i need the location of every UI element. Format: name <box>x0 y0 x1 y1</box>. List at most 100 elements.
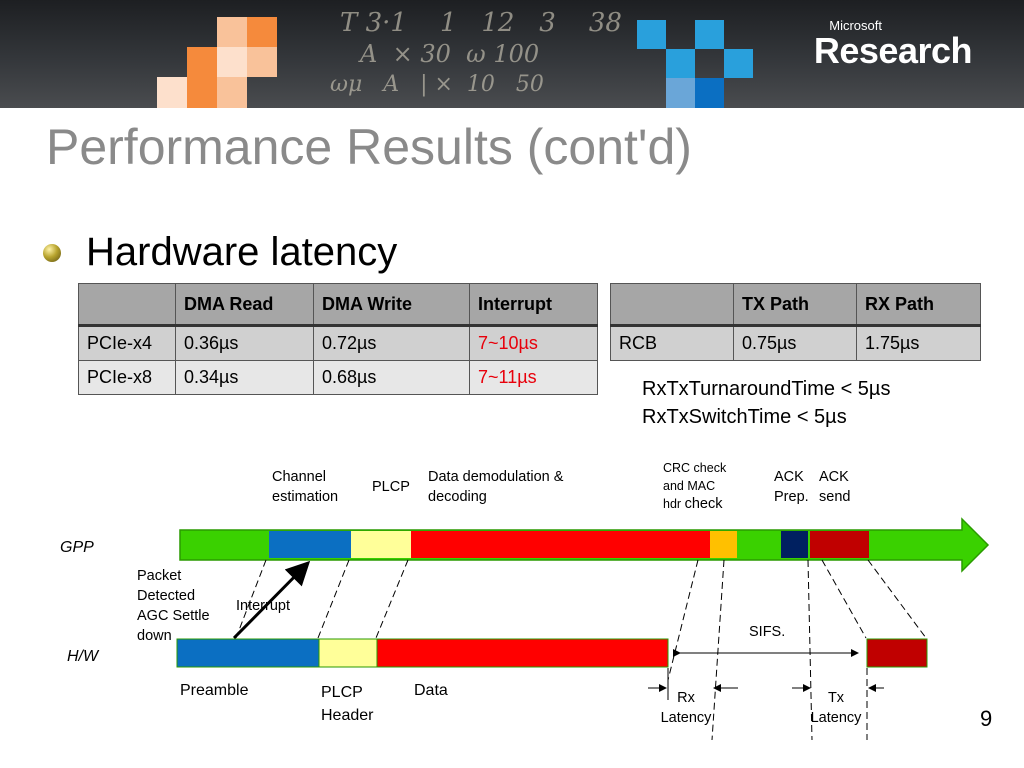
label-line: hdr check <box>663 495 726 513</box>
label-line: ACK <box>774 469 804 485</box>
turnaround-note: RxTxTurnaroundTime < 5µs <box>642 378 891 400</box>
bullet-icon <box>43 244 61 262</box>
path-latency-table: TX Path RX Path RCB 0.75µs 1.75µs <box>610 283 981 361</box>
channel-estimation-label: Channel estimation <box>272 467 338 507</box>
table-header-cell <box>610 283 734 327</box>
orange-square <box>217 77 247 108</box>
table-row: PCIe-x8 0.34µs 0.68µs 7~11µs <box>78 360 598 395</box>
crc-check-label: CRC check and MAC hdr check <box>663 459 726 513</box>
preamble-label: Preamble <box>180 682 249 699</box>
ack-prep-label: ACK Prep. <box>774 467 809 507</box>
packet-detected-label: Packet Detected AGC Settle down <box>137 566 210 646</box>
table-cell: 1.75µs <box>856 325 981 361</box>
rx-latency-label: Rx Latency <box>657 688 715 728</box>
table-header-cell: RX Path <box>856 283 981 327</box>
label-word: check <box>684 496 723 512</box>
gpp-ack-send-block <box>810 531 869 558</box>
gpp-ack-prep-block <box>781 531 808 558</box>
page-title: Performance Results (cont'd) <box>46 119 692 175</box>
sifs-label: SIFS. <box>749 624 786 640</box>
label-line: Rx <box>677 690 695 706</box>
label-line: Latency <box>660 710 712 726</box>
label-line: down <box>137 628 172 644</box>
chalk-decoration: A × 30 ω 100 <box>360 40 540 68</box>
plcp-header-label: PLCP Header <box>321 681 373 727</box>
table-cell: 0.75µs <box>733 325 857 361</box>
label-line: send <box>819 489 851 505</box>
table-row: RCB 0.75µs 1.75µs <box>610 325 981 361</box>
header-banner: T 3·1 1 12 3 38 A × 30 ω 100 ωμ A | × 10… <box>0 0 1024 108</box>
label-line: Channel <box>272 469 327 485</box>
interrupt-label: Interrupt <box>236 598 290 614</box>
table-cell: PCIe-x8 <box>78 360 176 395</box>
table-header-row: TX Path RX Path <box>610 283 981 327</box>
orange-square <box>187 77 217 108</box>
orange-square <box>247 47 277 77</box>
orange-square <box>157 77 187 108</box>
label-line: Data demodulation & <box>428 469 564 485</box>
label-line: and MAC <box>663 479 716 493</box>
table-header-cell: DMA Read <box>175 283 314 327</box>
table-header-cell: Interrupt <box>469 283 598 327</box>
blue-square <box>695 20 724 49</box>
table-header-cell: TX Path <box>733 283 857 327</box>
hw-preamble-block <box>176 638 320 668</box>
label-line: Header <box>321 707 374 724</box>
table-cell: 0.68µs <box>313 360 470 395</box>
label-line: Packet <box>137 568 182 584</box>
page-number: 9 <box>980 706 993 731</box>
orange-square <box>217 17 247 47</box>
table-header-cell: DMA Write <box>313 283 470 327</box>
bullet-text: Hardware latency <box>86 230 398 274</box>
switch-note: RxTxSwitchTime < 5µs <box>642 406 847 428</box>
label-line: Detected <box>137 588 196 604</box>
label-line: ACK <box>819 469 849 485</box>
table-cell: 7~11µs <box>469 360 598 395</box>
logo-research: Research <box>813 30 973 71</box>
table-header-row: DMA Read DMA Write Interrupt <box>78 283 598 327</box>
table-cell: PCIe-x4 <box>78 325 176 361</box>
hw-data-block <box>376 638 669 668</box>
gpp-label: GPP <box>60 539 94 556</box>
dma-latency-table: DMA Read DMA Write Interrupt PCIe-x4 0.3… <box>78 283 598 395</box>
label-word: hdr <box>663 497 682 511</box>
table-cell: 0.36µs <box>175 325 314 361</box>
blue-square <box>695 78 724 108</box>
logo-microsoft: Microsoft <box>829 18 882 33</box>
plcp-label: PLCP <box>372 479 410 495</box>
blue-square <box>666 49 695 78</box>
label-line: decoding <box>428 489 487 505</box>
gpp-plcp-block <box>351 531 411 558</box>
hw-ack-block <box>866 638 928 668</box>
orange-square <box>187 47 217 77</box>
blue-square <box>724 49 753 78</box>
gpp-crc-check-block <box>710 531 737 558</box>
gpp-data-decoding-block <box>411 531 710 558</box>
gpp-channel-estimation-block <box>269 531 351 558</box>
data-label: Data <box>414 682 448 699</box>
label-line: Latency <box>810 710 862 726</box>
table-cell: RCB <box>610 325 734 361</box>
label-line: Tx <box>827 690 845 706</box>
chalk-decoration: T 3·1 1 12 3 38 <box>340 8 622 38</box>
label-line: estimation <box>272 489 339 505</box>
blue-square <box>666 78 695 108</box>
label-line: AGC Settle <box>137 608 210 624</box>
orange-square <box>247 17 277 47</box>
table-cell: 0.34µs <box>175 360 314 395</box>
data-demod-label: Data demodulation & decoding <box>428 467 563 507</box>
orange-square <box>217 47 247 77</box>
label-line: Prep. <box>774 489 809 505</box>
label-line: PLCP <box>321 684 363 701</box>
hw-label: H/W <box>67 648 99 665</box>
chalk-decoration: ωμ A | × 10 50 <box>330 72 544 97</box>
hw-plcp-header-block <box>318 638 378 668</box>
table-header-cell <box>78 283 176 327</box>
ack-send-label: ACK send <box>819 467 850 507</box>
tx-latency-label: Tx Latency <box>807 688 865 728</box>
table-row: PCIe-x4 0.36µs 0.72µs 7~10µs <box>78 325 598 361</box>
blue-square <box>637 20 666 49</box>
label-line: CRC check <box>663 461 727 475</box>
interrupt-arrow <box>232 560 311 640</box>
